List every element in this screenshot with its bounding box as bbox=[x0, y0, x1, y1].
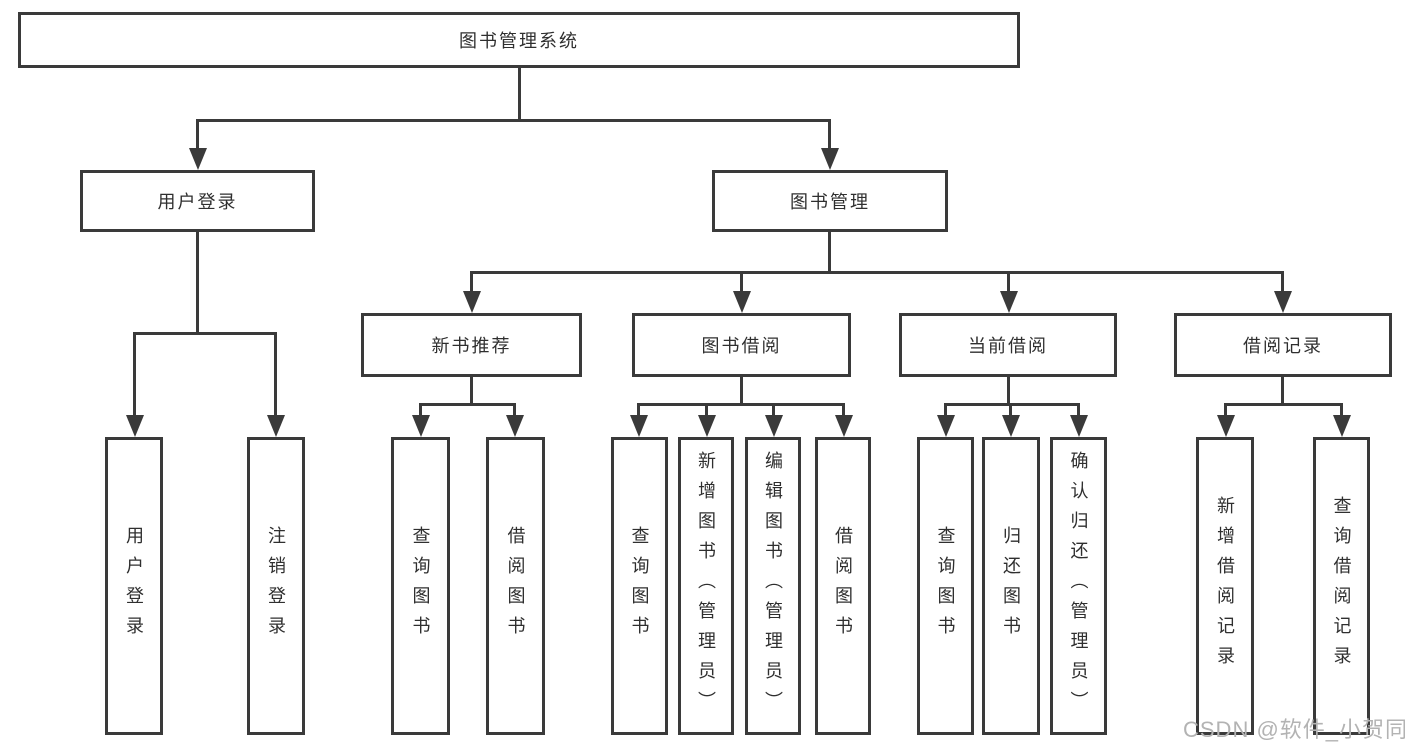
leaf-query-books-recommend: 查询图书 bbox=[391, 437, 450, 735]
arrow-down-icon bbox=[821, 148, 839, 170]
leaf-borrow-books-recommend-label: 借阅图书 bbox=[505, 526, 526, 646]
connector-line bbox=[518, 68, 521, 121]
leaf-confirm-return-admin-label: 确认归还（管理员） bbox=[1068, 451, 1089, 721]
leaf-confirm-return-admin: 确认归还（管理员） bbox=[1050, 437, 1107, 735]
connector-line bbox=[1224, 403, 1227, 417]
leaf-logout-label: 注销登录 bbox=[266, 526, 286, 646]
connector-line bbox=[637, 403, 640, 417]
arrow-down-icon bbox=[698, 415, 716, 437]
arrow-down-icon bbox=[1070, 415, 1088, 437]
node-new-book-recommend: 新书推荐 bbox=[361, 313, 582, 377]
connector-line bbox=[1340, 403, 1343, 417]
arrow-down-icon bbox=[267, 415, 285, 437]
connector-line bbox=[133, 332, 277, 335]
node-new-book-recommend-label: 新书推荐 bbox=[431, 336, 512, 356]
node-current-borrowing-label: 当前借阅 bbox=[968, 336, 1048, 356]
connector-line bbox=[1009, 403, 1012, 417]
node-borrowing-records-label: 借阅记录 bbox=[1243, 336, 1323, 356]
node-book-borrowing-label: 图书借阅 bbox=[701, 336, 782, 356]
arrow-down-icon bbox=[1002, 415, 1020, 437]
leaf-query-books-recommend-label: 查询图书 bbox=[410, 526, 431, 646]
connector-line bbox=[740, 377, 743, 406]
leaf-edit-book-admin: 编辑图书（管理员） bbox=[745, 437, 801, 735]
node-root: 图书管理系统 bbox=[18, 12, 1020, 68]
connector-line bbox=[828, 119, 831, 151]
leaf-query-books-borrowing-label: 查询图书 bbox=[629, 526, 650, 646]
connector-line bbox=[740, 271, 743, 295]
arrow-down-icon bbox=[835, 415, 853, 437]
node-book-management: 图书管理 bbox=[712, 170, 948, 232]
leaf-return-book: 归还图书 bbox=[982, 437, 1040, 735]
node-root-label: 图书管理系统 bbox=[459, 31, 579, 51]
connector-line bbox=[1281, 377, 1284, 406]
node-current-borrowing: 当前借阅 bbox=[899, 313, 1117, 377]
connector-line bbox=[274, 332, 277, 418]
leaf-query-books-current-label: 查询图书 bbox=[935, 526, 956, 646]
node-borrowing-records: 借阅记录 bbox=[1174, 313, 1392, 377]
connector-line bbox=[944, 403, 1080, 406]
leaf-user-login-label: 用户登录 bbox=[124, 526, 144, 646]
leaf-query-books-borrowing: 查询图书 bbox=[611, 437, 668, 735]
leaf-add-borrow-record: 新增借阅记录 bbox=[1196, 437, 1254, 735]
leaf-add-borrow-record-label: 新增借阅记录 bbox=[1215, 496, 1235, 676]
connector-line bbox=[470, 377, 473, 406]
connector-line bbox=[419, 403, 422, 417]
leaf-borrow-books-recommend: 借阅图书 bbox=[486, 437, 545, 735]
arrow-down-icon bbox=[733, 291, 751, 313]
connector-line bbox=[419, 403, 516, 406]
connector-line bbox=[1007, 377, 1010, 406]
connector-line bbox=[513, 403, 516, 417]
leaf-add-book-admin: 新增图书（管理员） bbox=[678, 437, 734, 735]
connector-line bbox=[470, 271, 1284, 274]
leaf-borrow-books-borrowing: 借阅图书 bbox=[815, 437, 871, 735]
node-book-management-label: 图书管理 bbox=[790, 192, 870, 212]
leaf-add-book-admin-label: 新增图书（管理员） bbox=[696, 451, 716, 721]
leaf-query-books-current: 查询图书 bbox=[917, 437, 974, 735]
csdn-watermark: CSDN @软件_小贺同学 bbox=[1183, 717, 1405, 742]
connector-line bbox=[470, 271, 473, 295]
connector-line bbox=[196, 119, 199, 151]
leaf-edit-book-admin-label: 编辑图书（管理员） bbox=[763, 451, 783, 721]
connector-line bbox=[1281, 271, 1284, 295]
connector-line bbox=[705, 403, 708, 417]
connector-line bbox=[1007, 271, 1010, 295]
connector-line bbox=[1077, 403, 1080, 417]
connector-line bbox=[772, 403, 775, 417]
connector-line bbox=[637, 403, 845, 406]
leaf-borrow-books-borrowing-label: 借阅图书 bbox=[833, 526, 853, 646]
arrow-down-icon bbox=[937, 415, 955, 437]
node-book-borrowing: 图书借阅 bbox=[632, 313, 851, 377]
arrow-down-icon bbox=[1333, 415, 1351, 437]
connector-line bbox=[133, 332, 136, 418]
connector-line bbox=[196, 119, 831, 122]
arrow-down-icon bbox=[126, 415, 144, 437]
arrow-down-icon bbox=[1000, 291, 1018, 313]
node-user-login: 用户登录 bbox=[80, 170, 315, 232]
leaf-user-login: 用户登录 bbox=[105, 437, 163, 735]
arrow-down-icon bbox=[412, 415, 430, 437]
connector-line bbox=[842, 403, 845, 417]
arrow-down-icon bbox=[506, 415, 524, 437]
leaf-query-borrow-record: 查询借阅记录 bbox=[1313, 437, 1370, 735]
connector-line bbox=[196, 232, 199, 335]
arrow-down-icon bbox=[463, 291, 481, 313]
connector-line bbox=[1224, 403, 1343, 406]
arrow-down-icon bbox=[1217, 415, 1235, 437]
node-user-login-label: 用户登录 bbox=[157, 192, 238, 212]
leaf-query-borrow-record-label: 查询借阅记录 bbox=[1331, 496, 1352, 676]
arrow-down-icon bbox=[189, 148, 207, 170]
leaf-return-book-label: 归还图书 bbox=[1001, 526, 1021, 646]
arrow-down-icon bbox=[1274, 291, 1292, 313]
arrow-down-icon bbox=[630, 415, 648, 437]
connector-line bbox=[944, 403, 947, 417]
arrow-down-icon bbox=[765, 415, 783, 437]
leaf-logout: 注销登录 bbox=[247, 437, 305, 735]
connector-line bbox=[828, 232, 831, 274]
